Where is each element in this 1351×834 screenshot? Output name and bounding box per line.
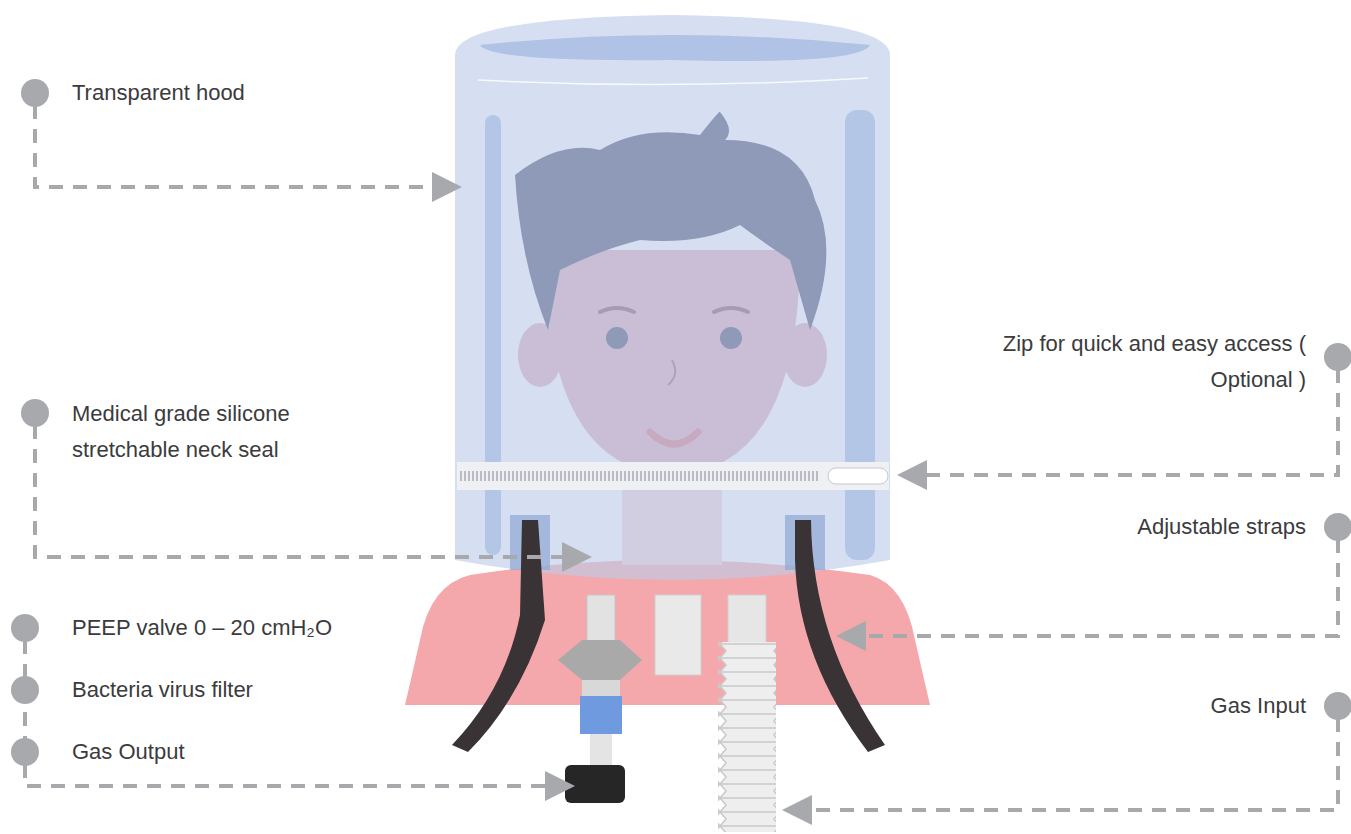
callout-label: Adjustable straps bbox=[1137, 509, 1306, 545]
callout-label: Transparent hood bbox=[72, 75, 245, 111]
callout-label: Zip for quick and easy access ( Optional… bbox=[976, 326, 1306, 398]
gas-input-tube bbox=[718, 642, 776, 832]
callout-label: PEEP valve 0 – 20 cmH₂O bbox=[72, 610, 332, 646]
callout-label: Medical grade silicone stretchable neck … bbox=[72, 396, 362, 468]
callout-label: Bacteria virus filter bbox=[72, 672, 253, 708]
torso bbox=[405, 560, 930, 705]
peep-valve bbox=[558, 640, 642, 680]
callout-label: Gas Input bbox=[1211, 688, 1306, 724]
callout-label: Gas Output bbox=[72, 734, 185, 770]
filter bbox=[580, 696, 622, 734]
strap bbox=[452, 520, 545, 752]
hood bbox=[455, 15, 890, 580]
zip bbox=[457, 462, 889, 490]
gas-output-port bbox=[565, 765, 625, 803]
